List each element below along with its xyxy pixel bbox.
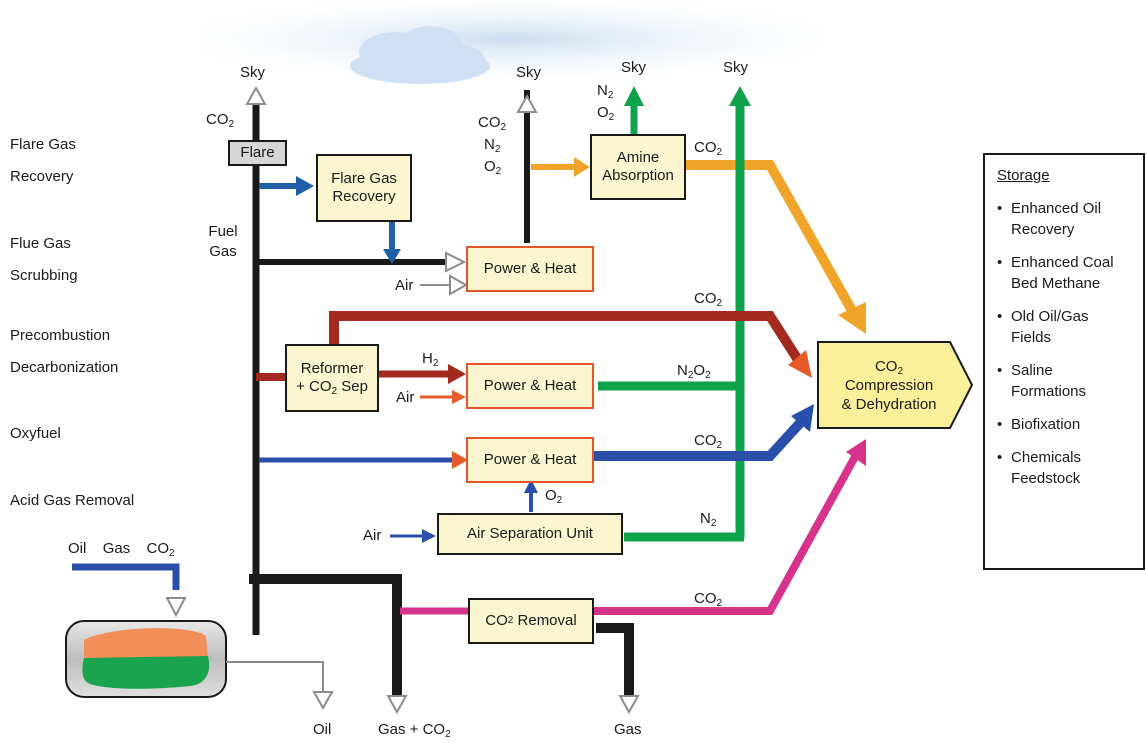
compression-box bbox=[817, 341, 974, 429]
o2-label: O2 bbox=[545, 487, 563, 506]
sky-band bbox=[200, 0, 820, 78]
air-label-1: Air bbox=[395, 277, 414, 294]
storage-title: Storage bbox=[997, 167, 1050, 184]
fuel-gas-label: Fuel Gas bbox=[208, 223, 238, 260]
h2-arrow bbox=[448, 364, 466, 384]
amine-absorption-box: Amine Absorption bbox=[590, 134, 686, 200]
removal-co2-arrow bbox=[846, 439, 866, 466]
amine-co2-line bbox=[683, 160, 860, 319]
gas-outlet-line bbox=[596, 623, 634, 695]
amine-co2-arrow bbox=[838, 302, 866, 334]
air-separation-unit-box: Air Separation Unit bbox=[437, 513, 623, 555]
oxyfuel-co2-line bbox=[593, 419, 804, 461]
oil-outlet-line bbox=[226, 661, 324, 692]
power-heat-box-2: Power & Heat bbox=[466, 363, 594, 409]
amine-o2-label: O2 bbox=[597, 104, 615, 123]
exhaust-o2-label: O2 bbox=[484, 158, 502, 177]
reformer-box: Reformer + CO2 Sep bbox=[285, 344, 379, 412]
reformer-co2-label: CO2 bbox=[694, 290, 723, 309]
storage-item: •Biofixation bbox=[997, 416, 1081, 433]
well-feed-label: Oil Gas CO2 bbox=[68, 540, 175, 559]
air-label-2: Air bbox=[396, 389, 415, 406]
removal-co2-line bbox=[594, 453, 860, 615]
sky-label-3: Sky bbox=[621, 59, 647, 76]
reformer-co2-arrow bbox=[788, 350, 812, 378]
reformer-co2-line bbox=[329, 311, 805, 366]
oxyfuel-fuel-arrow bbox=[452, 451, 468, 469]
oxyfuel-co2-label: CO2 bbox=[694, 432, 723, 451]
flare-co2-label: CO2 bbox=[206, 111, 235, 130]
exhaust-n2-label: N2 bbox=[484, 136, 501, 155]
sky-arrow-flue bbox=[516, 93, 538, 113]
category-acid-gas-removal: Acid Gas Removal bbox=[10, 492, 135, 509]
gas-outlet-label: Gas bbox=[614, 721, 642, 738]
air-arrow-2 bbox=[452, 390, 466, 404]
exhaust-co2-label: CO2 bbox=[478, 114, 507, 133]
reservoir-tank-icon bbox=[65, 620, 227, 698]
sky-arrow-flare bbox=[245, 85, 267, 105]
gas-outlet-arrow bbox=[618, 695, 640, 715]
amine-vent-arrow bbox=[624, 86, 644, 106]
well-feed-line bbox=[72, 563, 180, 590]
gas-co2-outlet-arrow bbox=[386, 695, 408, 715]
amine-co2-label: CO2 bbox=[694, 139, 723, 158]
air-arrow-3 bbox=[422, 529, 436, 543]
air-label-3: Air bbox=[363, 527, 382, 544]
gas-co2-outlet-label: Gas + CO2 bbox=[378, 721, 451, 740]
compression-label: CO2 Compression & Dehydration bbox=[841, 358, 937, 413]
removal-co2-label: CO2 bbox=[694, 590, 723, 609]
power-heat-box-1: Power & Heat bbox=[466, 246, 594, 292]
oil-outlet-arrow bbox=[312, 691, 334, 711]
oil-outlet-label: Oil bbox=[313, 721, 332, 738]
flare-box: Flare bbox=[228, 140, 287, 166]
power-heat-box-3: Power & Heat bbox=[466, 437, 594, 483]
n2-vent-arrow bbox=[729, 86, 751, 106]
n2o2-label: N2O2 bbox=[677, 362, 711, 381]
h2-label: H2 bbox=[422, 350, 439, 369]
o2-arrow bbox=[524, 479, 538, 493]
sky-label-4: Sky bbox=[723, 59, 749, 76]
fuel-arrow-1 bbox=[445, 251, 467, 273]
sky-label-1: Sky bbox=[240, 64, 266, 81]
flare-gas-recovery-box: Flare Gas Recovery bbox=[316, 154, 412, 222]
cloud-icon bbox=[350, 26, 490, 84]
acid-gas-feed-line bbox=[249, 574, 402, 695]
asu-n2-label: N2 bbox=[700, 510, 717, 529]
air-arrow-1 bbox=[449, 274, 469, 296]
flue-to-amine-arrow bbox=[574, 157, 590, 177]
well-feed-arrow bbox=[165, 597, 187, 618]
amine-n2-label: N2 bbox=[597, 82, 614, 101]
oxyfuel-co2-arrow bbox=[791, 404, 814, 432]
category-oxyfuel: Oxyfuel bbox=[10, 425, 61, 442]
recovery-return-arrow bbox=[383, 249, 401, 264]
sky-label-2: Sky bbox=[516, 64, 542, 81]
flare-recovery-arrow bbox=[296, 176, 314, 196]
